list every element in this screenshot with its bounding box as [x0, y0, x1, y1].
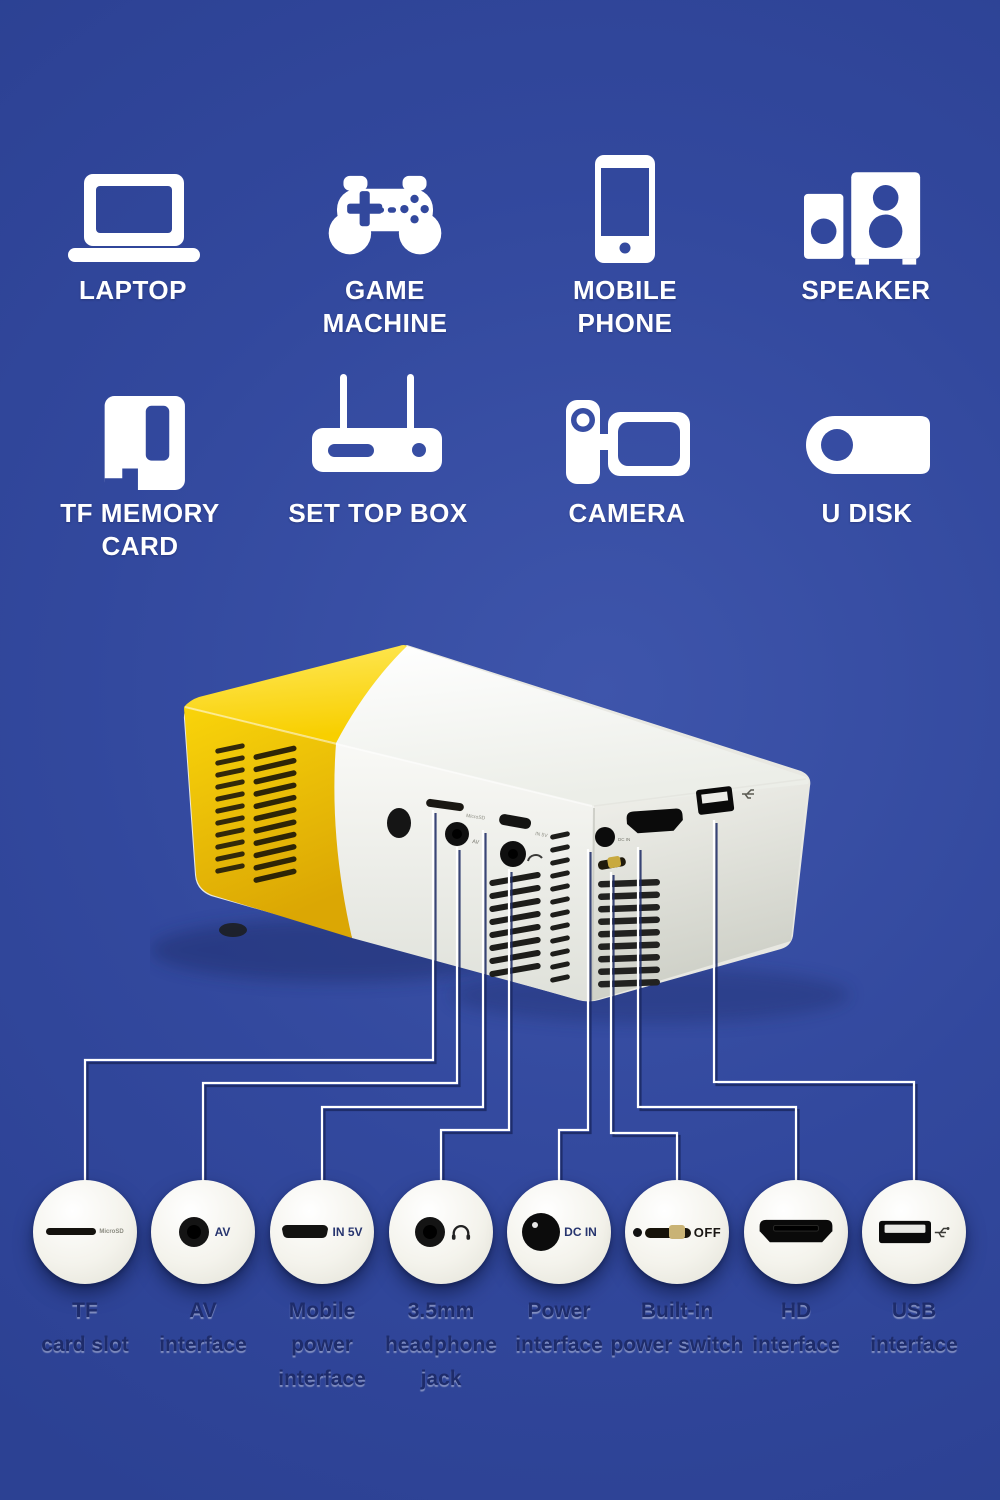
device-label-set-top-box: SET TOP BOX	[258, 497, 498, 530]
dc-jack-port	[595, 827, 615, 847]
caption-mobile-power-interface: Mobile power interface	[232, 1294, 412, 1396]
micro-usb-icon	[282, 1225, 329, 1238]
caption-line: interface	[515, 1333, 603, 1356]
usb-port-icon	[878, 1220, 931, 1244]
projector-top-face	[336, 646, 809, 806]
caption-usb-interface: USB interface	[824, 1294, 1000, 1362]
device-label-tf-memory-card: TF MEMORY CARD	[20, 497, 260, 563]
caption-power-switch: Built-in power switch	[587, 1294, 767, 1362]
caption-av-interface: AV interface	[113, 1294, 293, 1362]
device-label-speaker: SPEAKER	[746, 274, 986, 307]
power-switch-icon	[644, 1224, 691, 1239]
label-line: PHONE	[577, 308, 673, 338]
caption-line: Power	[527, 1299, 591, 1322]
device-label-laptop: LAPTOP	[13, 274, 253, 307]
mobile-phone-icon	[595, 155, 655, 263]
label-line: CARD	[101, 531, 179, 561]
dcin-mark: DC IN	[618, 837, 630, 842]
dc-jack-icon	[522, 1213, 561, 1251]
set-top-box-icon	[312, 374, 442, 486]
headphone-mark-icon	[527, 854, 543, 862]
caption-line: AV	[189, 1299, 217, 1322]
edge-highlight	[184, 706, 593, 807]
speaker-icon	[804, 168, 928, 265]
label-line: GAME	[345, 275, 425, 305]
port-mark-text: IN 5V	[332, 1225, 363, 1239]
camera-icon	[566, 398, 690, 488]
label-line: MACHINE	[322, 308, 448, 338]
caption-line: interface	[159, 1333, 247, 1356]
caption-power-interface: Power interface	[469, 1294, 649, 1362]
ir-receiver	[387, 808, 411, 838]
switch-dot-icon	[632, 1227, 642, 1237]
projector-image: MicroSD AV IN 5V DC IN	[150, 645, 850, 1023]
caption-line: HD	[780, 1299, 812, 1322]
tf-card-icon	[83, 396, 187, 490]
label-line: U DISK	[821, 498, 913, 528]
device-label-camera: CAMERA	[507, 497, 747, 530]
port-mark-text: MicroSD	[99, 1229, 124, 1235]
projector-foot	[219, 923, 247, 937]
hdmi-port-projector	[626, 808, 683, 834]
port-circle-usb-interface	[862, 1180, 966, 1284]
headphone-jack-hole	[508, 849, 518, 859]
usb-trident-mark-icon	[742, 789, 754, 799]
av-jack-hole	[452, 829, 462, 839]
caption-line: interface	[278, 1367, 366, 1390]
tf-slot-mark: MicroSD	[466, 813, 486, 822]
av-jack-icon	[178, 1217, 209, 1247]
headphone-icon	[451, 1224, 470, 1240]
power-switch-slider	[597, 856, 626, 870]
port-circle-power-switch: OFF	[625, 1180, 729, 1284]
port-circle-mobile-power: IN 5V	[270, 1180, 374, 1284]
tf-slot-icon	[46, 1228, 97, 1235]
tf-slot	[426, 798, 464, 812]
caption-line: headphone	[384, 1333, 497, 1356]
corner-edge	[591, 807, 595, 1001]
u-disk-icon	[806, 416, 930, 474]
port-circle-av-interface: AV	[151, 1180, 255, 1284]
device-label-game-machine: GAME MACHINE	[265, 274, 505, 340]
caption-line: Built-in	[640, 1299, 714, 1322]
hdmi-port-icon	[759, 1219, 833, 1243]
label-line: MOBILE	[572, 275, 678, 305]
caption-line: power switch	[610, 1333, 744, 1356]
label-line: SPEAKER	[801, 275, 931, 305]
usb-port-projector	[696, 786, 735, 815]
caption-headphone-jack: 3.5mm headphone jack	[351, 1294, 531, 1396]
port-circle-power-interface: DC IN	[507, 1180, 611, 1284]
port-circle-hd-interface	[744, 1180, 848, 1284]
caption-line: card slot	[41, 1333, 129, 1356]
caption-line: Mobile	[288, 1299, 356, 1322]
caption-line: interface	[870, 1333, 958, 1356]
caption-line: 3.5mm	[407, 1299, 475, 1322]
caption-line: interface	[752, 1333, 840, 1356]
usb-trident-icon	[934, 1226, 949, 1237]
caption-line: USB	[891, 1299, 937, 1322]
label-line: SET TOP BOX	[288, 498, 468, 528]
caption-line: TF	[72, 1299, 98, 1322]
label-line: TF MEMORY	[60, 498, 220, 528]
game-controller-icon	[325, 170, 445, 263]
micro-usb-port	[499, 814, 532, 829]
label-line: LAPTOP	[79, 275, 187, 305]
device-label-u-disk: U DISK	[747, 497, 987, 530]
port-mark-text: DC IN	[564, 1225, 597, 1239]
projector-top-yellow-band	[184, 645, 407, 743]
port-circle-tf-card-slot: MicroSD	[33, 1180, 137, 1284]
caption-line: power	[291, 1333, 353, 1356]
in5v-mark: IN 5V	[535, 831, 549, 839]
label-line: CAMERA	[568, 498, 686, 528]
port-circle-headphone-jack	[389, 1180, 493, 1284]
caption-tf-card-slot: TF card slot	[0, 1294, 175, 1362]
caption-hd-interface: HD interface	[706, 1294, 886, 1362]
device-label-mobile-phone: MOBILE PHONE	[505, 274, 745, 340]
port-mark-text: AV	[214, 1225, 231, 1239]
caption-line: jack	[420, 1367, 462, 1390]
laptop-icon	[68, 174, 200, 264]
port-mark-text: OFF	[693, 1224, 722, 1240]
av-mark: AV	[472, 839, 480, 846]
headphone-jack-icon	[414, 1217, 445, 1247]
vent-grid-right	[598, 879, 660, 988]
